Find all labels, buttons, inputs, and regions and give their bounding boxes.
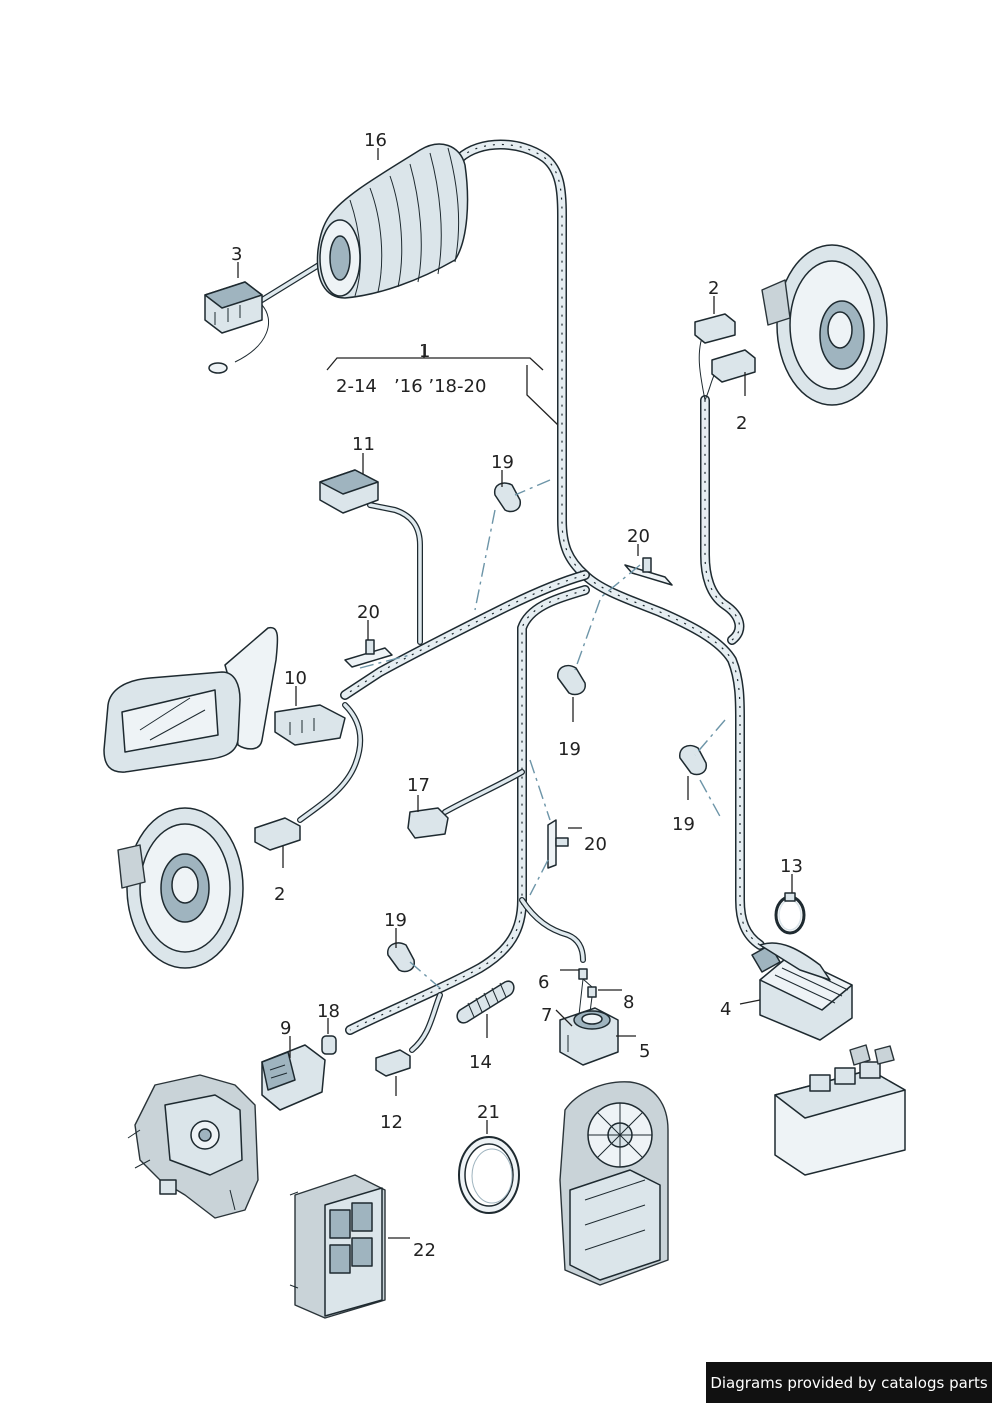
clip-20-c [547, 819, 569, 869]
callout-4: 4 [720, 999, 731, 1020]
callout-14: 14 [469, 1052, 492, 1073]
callout-17: 17 [407, 775, 430, 796]
callout-21: 21 [477, 1102, 500, 1123]
callout-19-d: 19 [384, 910, 407, 931]
callout-18: 18 [317, 1001, 340, 1022]
main-wiring-harness [234, 139, 765, 1053]
speaker-top-right [761, 244, 888, 406]
callout-3: 3 [231, 244, 242, 265]
connector-17 [407, 807, 449, 839]
callout-13: 13 [780, 856, 803, 877]
callout-6: 6 [538, 972, 549, 993]
connector-11 [319, 469, 379, 514]
callout-19-c: 19 [672, 814, 695, 835]
window-motor [559, 1081, 669, 1286]
callout-19-b: 19 [558, 739, 581, 760]
callout-12: 12 [380, 1112, 403, 1133]
callout-group-1: 1 [419, 341, 430, 362]
connector-9 [261, 1044, 326, 1111]
callout-22: 22 [413, 1240, 436, 1261]
group-1-ranges: 2-14 ’16 ’18-20 [336, 376, 486, 397]
callout-20-b: 20 [627, 526, 650, 547]
callout-9: 9 [280, 1018, 291, 1039]
callout-20-c: 20 [584, 834, 607, 855]
callout-16: 16 [364, 130, 387, 151]
clip-20-a [344, 639, 393, 668]
callout-7: 7 [541, 1005, 552, 1026]
callout-2-right: 2 [736, 413, 747, 434]
clip-19-c [679, 744, 707, 776]
callout-leaders [237, 148, 793, 1239]
control-unit-22 [289, 1174, 386, 1319]
cable-tie-13 [774, 892, 806, 935]
clip-19-d [387, 942, 415, 973]
ring-21 [458, 1136, 520, 1214]
connector-10 [274, 704, 346, 746]
callout-19-a: 19 [491, 452, 514, 473]
footer-credit: Diagrams provided by catalogs parts [706, 1362, 992, 1403]
mirror [103, 626, 279, 773]
callout-2-left: 2 [274, 884, 285, 905]
speaker-left [117, 807, 244, 969]
callout-2-top: 2 [708, 278, 719, 299]
connector-12 [375, 1049, 411, 1077]
connector-3 [204, 281, 263, 374]
relay-box-right [774, 1044, 906, 1176]
callout-numbers: 16 3 2 2 1 2-14 ’16 ’18-20 11 19 20 20 1… [231, 130, 803, 1261]
grommet-18 [321, 1035, 337, 1055]
door-lock [127, 1074, 259, 1219]
connector-5 [559, 1007, 619, 1066]
clip-19-b [557, 664, 586, 696]
callout-5: 5 [639, 1041, 650, 1062]
connector-4 [751, 942, 853, 1041]
callout-11: 11 [352, 434, 375, 455]
group-bracket-1 [326, 346, 559, 426]
clip-20-b [624, 557, 673, 586]
clip-leaders [359, 479, 726, 989]
callout-8: 8 [623, 992, 634, 1013]
clip-19-a [493, 482, 521, 513]
callout-20-a: 20 [357, 602, 380, 623]
connector-2-top [694, 313, 756, 383]
connector-2-lower [254, 817, 301, 851]
sleeve-14 [456, 980, 515, 1024]
grommet-bellows-16 [316, 143, 469, 299]
callout-10: 10 [284, 668, 307, 689]
